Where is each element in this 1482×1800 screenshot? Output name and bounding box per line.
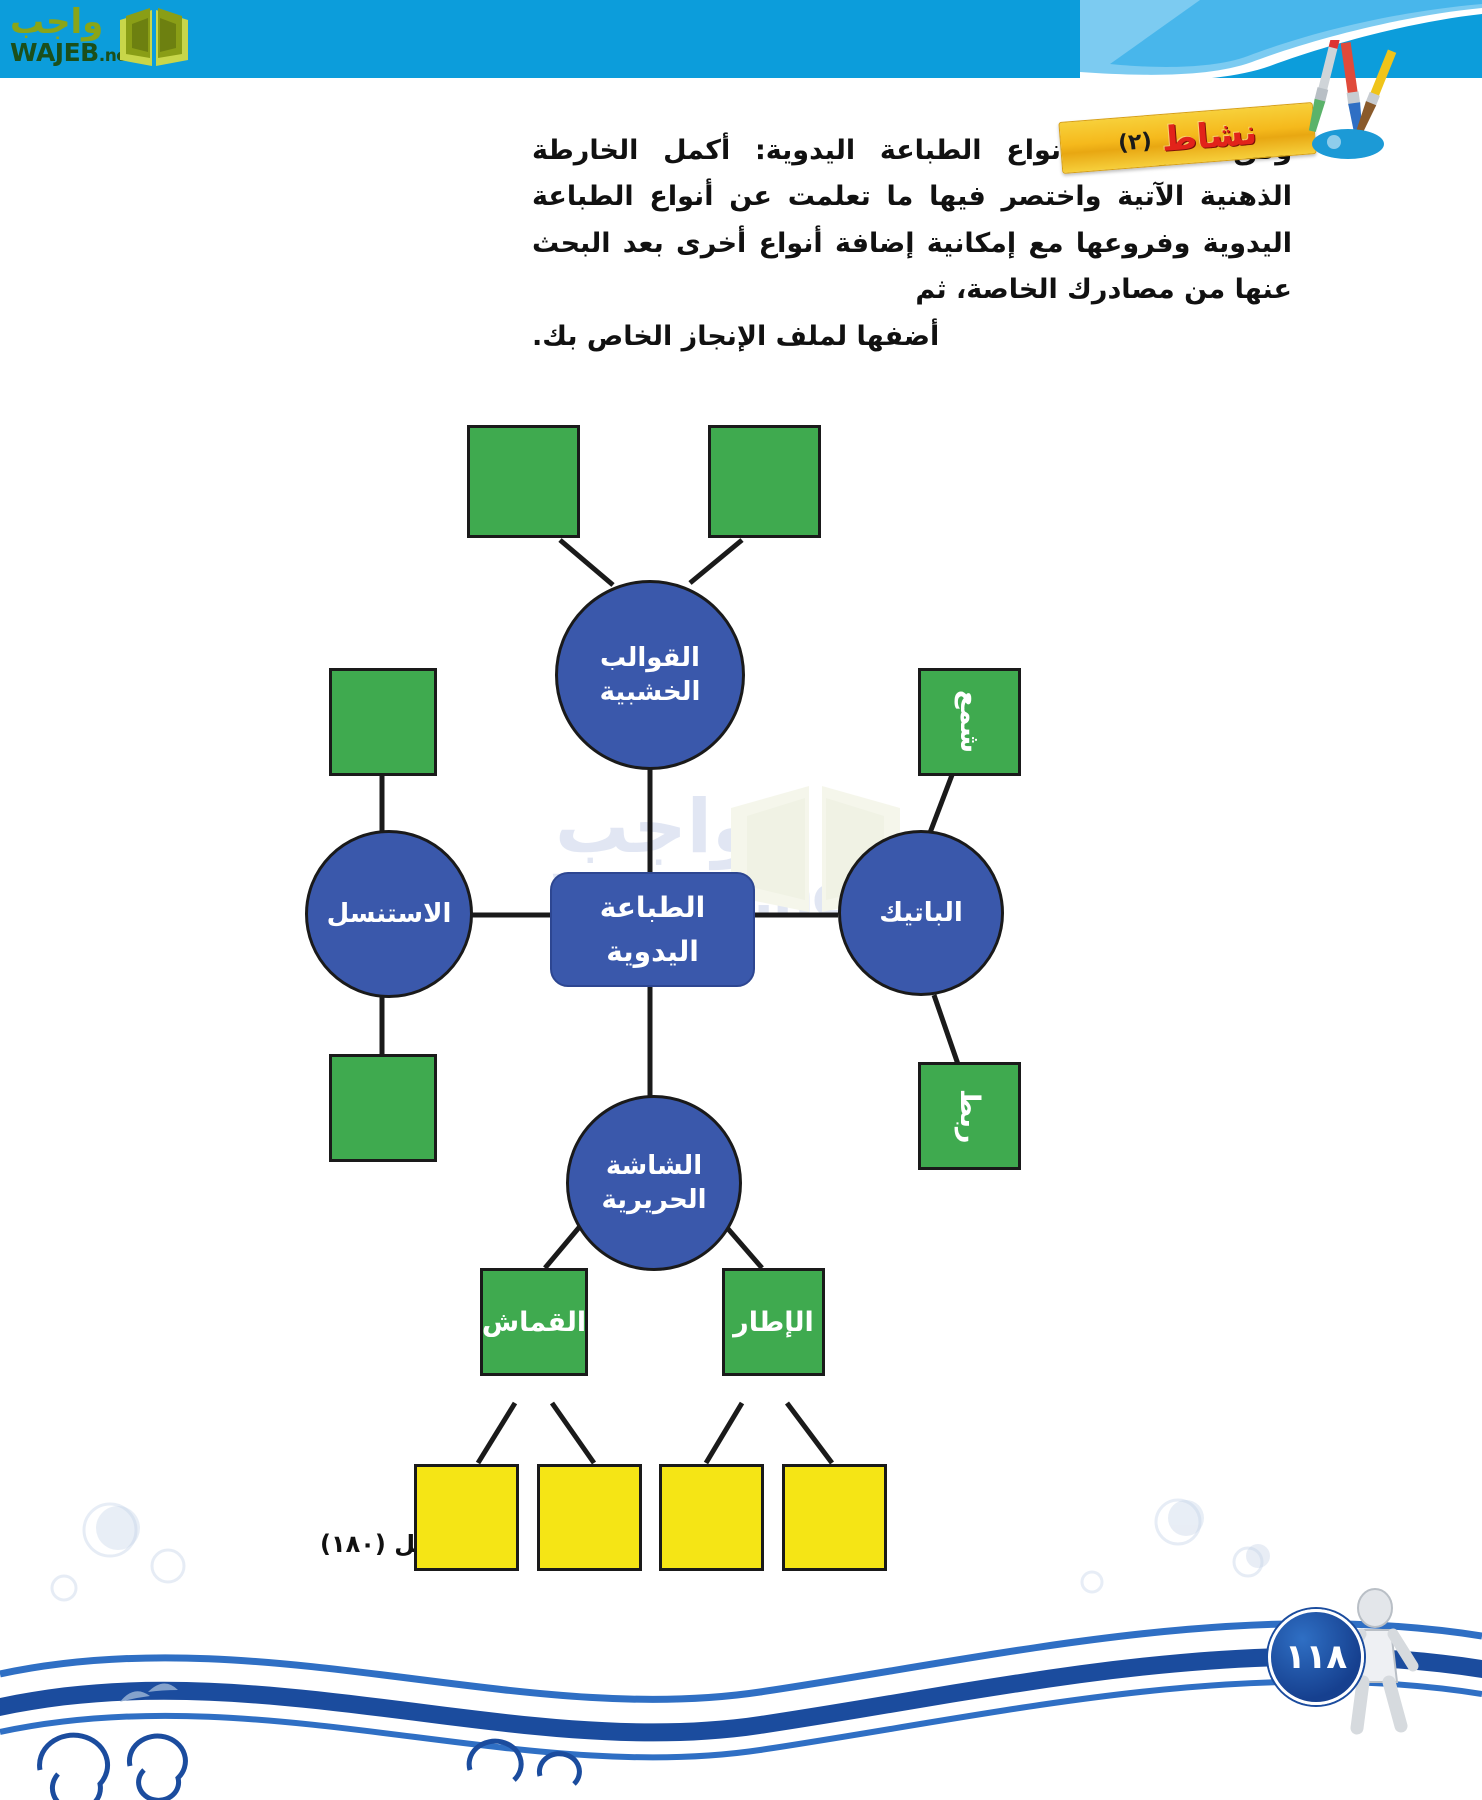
- activity-instructions: وفق معرفتك لأنواع الطباعة اليدوية: أكمل …: [532, 128, 1292, 360]
- green-box-frame-label: الإطار: [733, 1306, 814, 1338]
- green-box-left-upper[interactable]: [329, 668, 437, 776]
- green-box-fabric-label: القماش: [481, 1306, 587, 1338]
- green-box-fabric[interactable]: القماش: [480, 1268, 588, 1376]
- yellow-box-3[interactable]: [659, 1464, 764, 1571]
- activity-label: نشاط: [1160, 112, 1259, 160]
- site-logo[interactable]: واجب WAJEB.net: [6, 2, 196, 72]
- page-number-badge: ١١٨: [1268, 1609, 1364, 1705]
- node-wooden-molds[interactable]: القوالب الخشبية: [555, 580, 745, 770]
- logo-arabic-text: واجب: [10, 2, 104, 42]
- node-batik[interactable]: الباتيك: [838, 830, 1004, 996]
- open-book-icon: [114, 2, 194, 78]
- footer-decoration: [0, 1470, 1482, 1800]
- yellow-box-1[interactable]: [414, 1464, 519, 1571]
- green-box-frame[interactable]: الإطار: [722, 1268, 825, 1376]
- paint-brushes-icon: [1276, 36, 1406, 164]
- node-stencil[interactable]: الاستنسل: [305, 830, 473, 998]
- node-stencil-label: الاستنسل: [326, 898, 452, 929]
- node-wooden-molds-label: القوالب الخشبية: [599, 642, 701, 707]
- green-box-left-lower[interactable]: [329, 1054, 437, 1162]
- green-box-wax[interactable]: شمع: [918, 668, 1021, 776]
- instructions-body: وفق معرفتك لأنواع الطباعة اليدوية: أكمل …: [532, 135, 1292, 306]
- yellow-box-4[interactable]: [782, 1464, 887, 1571]
- node-center-label: الطباعة اليدوية: [599, 891, 706, 968]
- node-silk-screen-label: الشاشة الحريرية: [601, 1150, 707, 1215]
- green-box-wax-label: شمع: [954, 690, 985, 754]
- activity-number: (٢): [1117, 128, 1153, 156]
- yellow-box-2[interactable]: [537, 1464, 642, 1571]
- header-swoop-decoration: [1080, 0, 1482, 110]
- green-box-tie-label: ربط: [954, 1088, 985, 1144]
- node-silk-screen[interactable]: الشاشة الحريرية: [566, 1095, 742, 1271]
- green-box-top-right[interactable]: [708, 425, 821, 538]
- node-batik-label: الباتيك: [879, 897, 963, 928]
- green-box-tie[interactable]: ربط: [918, 1062, 1021, 1170]
- instructions-last-line: أضفها لملف الإنجاز الخاص بك.: [532, 320, 940, 352]
- green-box-top-left[interactable]: [467, 425, 580, 538]
- node-center-hand-printing[interactable]: الطباعة اليدوية: [550, 872, 755, 987]
